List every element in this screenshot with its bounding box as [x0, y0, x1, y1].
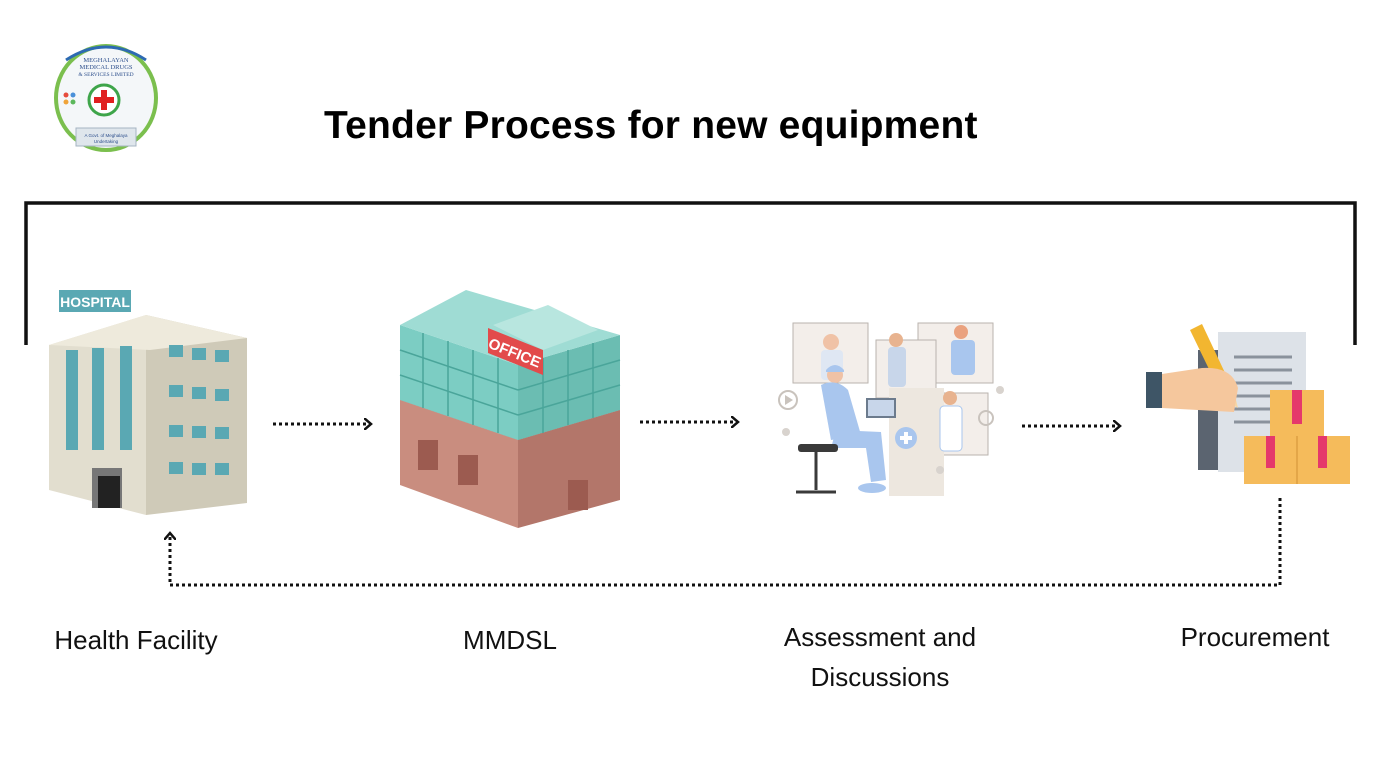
hospital-sign-text: HOSPITAL	[60, 294, 130, 310]
online-meeting-icon	[778, 322, 1004, 496]
logo-tagline-2: Undertaking	[94, 139, 119, 144]
logo-name-line-1: MEGHALAYAN	[83, 57, 129, 64]
mmdsl-logo: MEGHALAYAN MEDICAL DRUGS & SERVICES LIMI…	[54, 44, 158, 152]
hospital-building-icon: HOSPITAL	[49, 290, 247, 515]
logo-name-line-2: MEDICAL DRUGS	[79, 64, 132, 71]
logo-tagline-1: A Govt. of Meghalaya	[84, 133, 128, 138]
procurement-icon	[1146, 324, 1350, 484]
page-title: Tender Process for new equipment	[324, 104, 978, 147]
step-label-procurement: Procurement	[1180, 622, 1330, 652]
office-building-icon: OFFICE	[399, 290, 621, 528]
step-label-health-facility: Health Facility	[54, 625, 218, 655]
step-label-assessment: Assessment and Discussions	[783, 622, 977, 692]
return-loop-arrow	[170, 498, 1282, 587]
top-bracket-line	[24, 201, 1357, 345]
logo-name-line-3: & SERVICES LIMITED	[78, 72, 133, 78]
step-label-mmdsl: MMDSL	[463, 625, 557, 655]
